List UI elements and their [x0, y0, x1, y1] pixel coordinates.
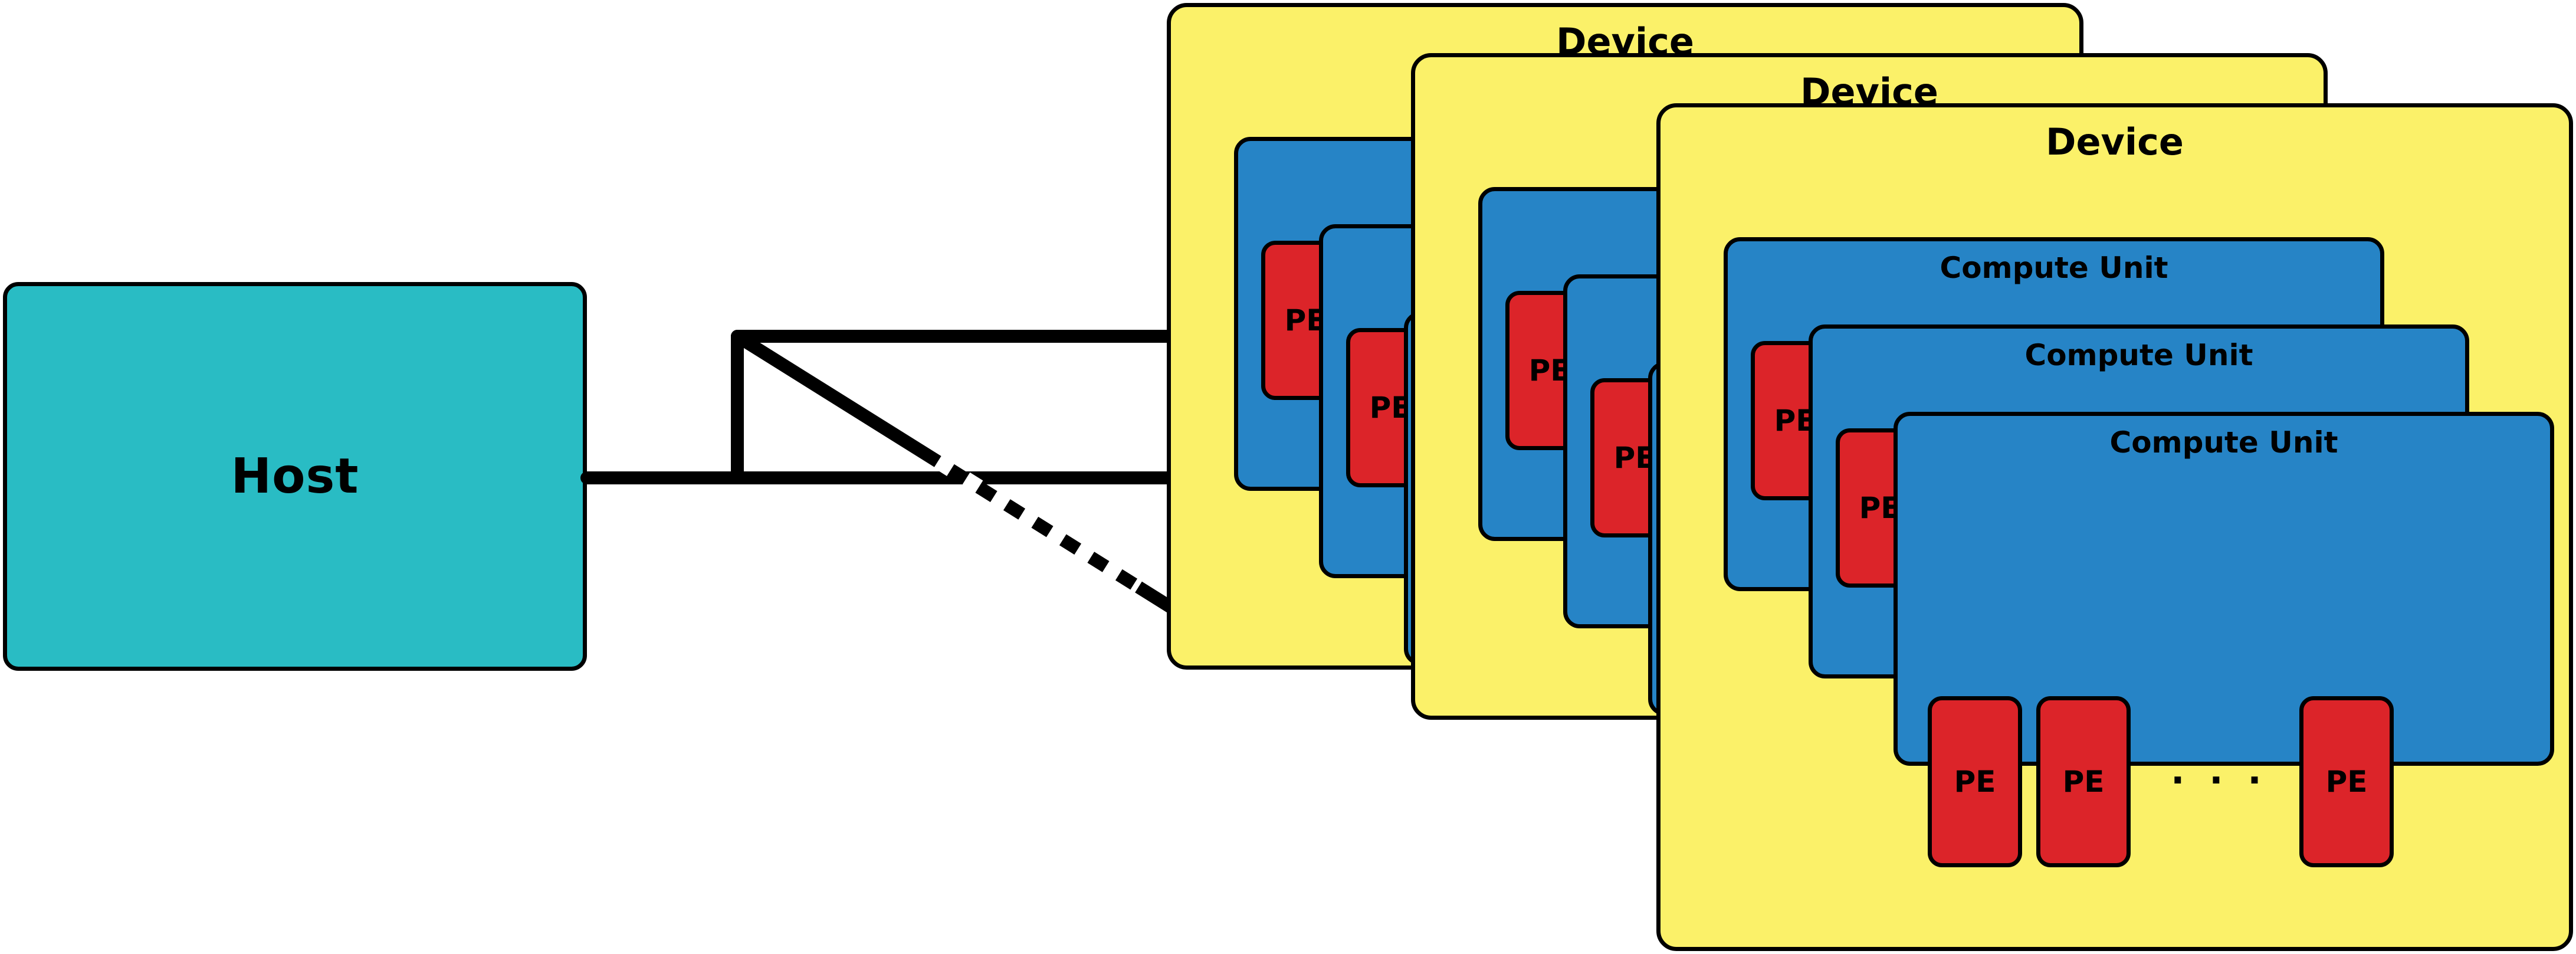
processing-element-label: PE: [2325, 765, 2368, 799]
processing-element-node[interactable]: PE: [2299, 696, 2394, 867]
host-label: Host: [231, 448, 359, 504]
compute-unit-label: Compute Unit: [1940, 251, 2168, 285]
pe-ellipsis: · · ·: [2171, 759, 2267, 802]
processing-element-node[interactable]: PE: [1928, 696, 2022, 867]
device-label: Device: [2046, 120, 2184, 163]
processing-element-label: PE: [1954, 765, 1996, 799]
connector-host-to-device-1: [580, 330, 1173, 484]
compute-unit-label: Compute Unit: [2024, 338, 2253, 372]
host-node[interactable]: Host: [3, 282, 587, 671]
processing-element-label: PE: [2062, 765, 2105, 799]
connector-dash-mask: [934, 454, 1143, 594]
compute-unit-label: Compute Unit: [2109, 425, 2338, 460]
processing-element-node[interactable]: PE: [2036, 696, 2131, 867]
